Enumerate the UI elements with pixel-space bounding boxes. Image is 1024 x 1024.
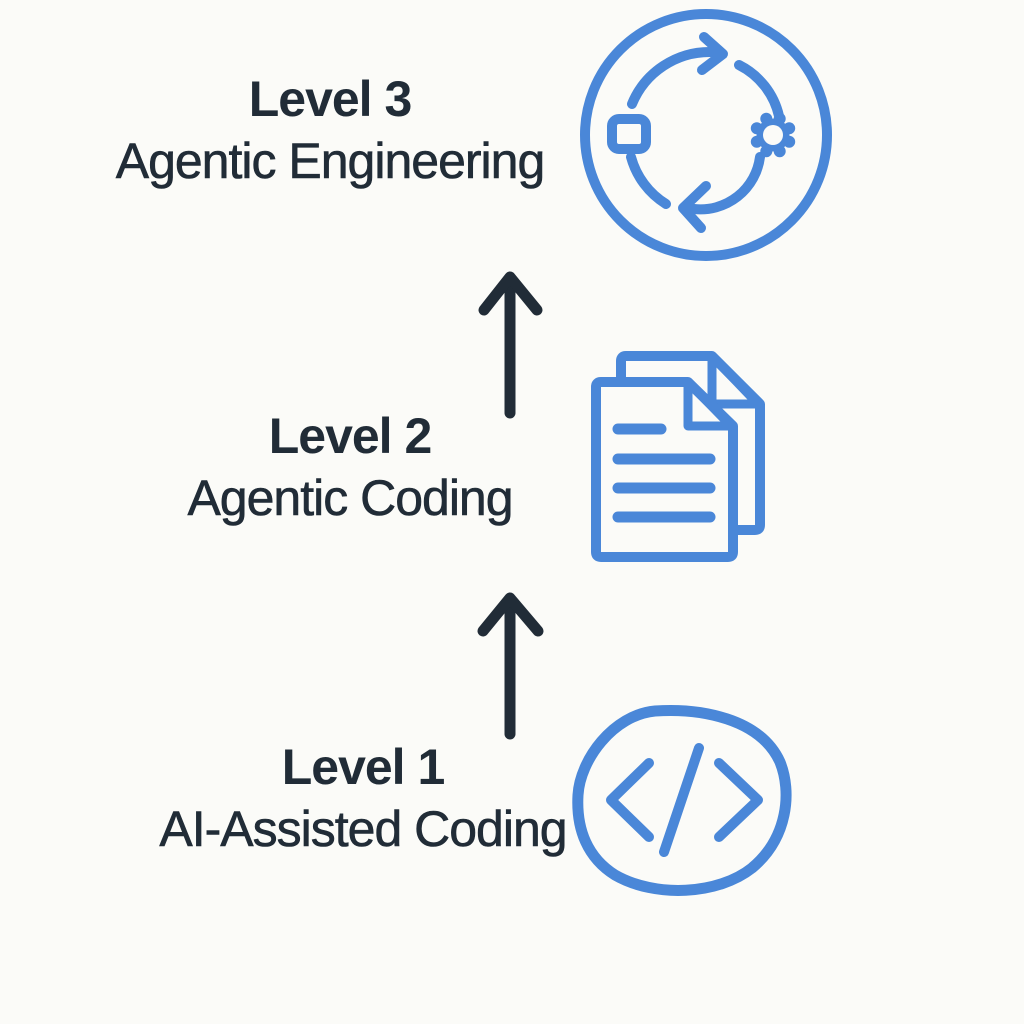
level-2-subtitle: Agentic Coding (187, 470, 514, 527)
back-document-fold (707, 351, 763, 409)
arrow-up-level2-to-level3-icon (478, 271, 543, 419)
angle-bracket-right (714, 758, 763, 842)
cycle-arc-bottom-right (689, 152, 765, 215)
arrow-up-level1-to-level2-icon (477, 592, 544, 740)
level-3-subtitle: Agentic Engineering (115, 133, 545, 190)
angle-bracket-left (606, 758, 654, 842)
level-1-subtitle: AI-Assisted Coding (159, 801, 568, 858)
code-blob-outline (572, 705, 792, 896)
square-node-icon (607, 114, 651, 154)
document-text-lines (612, 423, 716, 523)
cycle-arc-bottom-left (626, 152, 671, 209)
cycle-arc-top-left (627, 46, 716, 109)
cycle-arc-top-right (734, 60, 784, 121)
level-2-title: Level 2 (268, 408, 433, 464)
gear-icon (750, 112, 796, 158)
level-1-label: Level 1 AI-Assisted Coding (63, 736, 663, 860)
cycle-outer-ring (580, 9, 832, 261)
cycle-arrowhead-left-icon (678, 181, 711, 233)
level-1-title: Level 1 (281, 739, 446, 795)
level-3-title: Level 3 (248, 71, 413, 127)
slash (659, 743, 704, 857)
documents-icon (591, 351, 765, 562)
level-3-label: Level 3 Agentic Engineering (30, 68, 630, 192)
cycle-arrowhead-right-icon (697, 32, 728, 75)
cycle-icon (580, 9, 832, 261)
level-2-label: Level 2 Agentic Coding (50, 405, 650, 529)
code-icon (572, 705, 792, 896)
front-document-fold (683, 377, 736, 431)
